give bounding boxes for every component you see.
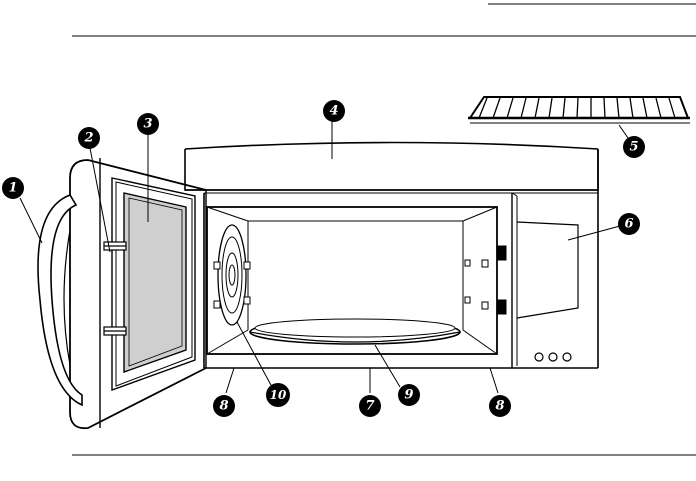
callout-7-number: 7	[365, 399, 374, 414]
callout-4-number: 4	[329, 104, 338, 119]
callout-5-number: 5	[629, 140, 638, 155]
callout-6-number: 6	[624, 217, 633, 232]
callout-5: 5	[623, 136, 645, 158]
door-window	[124, 193, 186, 372]
callout-6: 6	[618, 213, 640, 235]
callout-3: 3	[137, 113, 159, 135]
wire-rack	[468, 97, 690, 123]
turntable	[250, 319, 460, 344]
callout-8-right: 8	[489, 395, 511, 417]
callout-10: 10	[266, 383, 290, 407]
leader-lines	[20, 121, 628, 393]
callout-8-left: 8	[213, 395, 235, 417]
control-panel	[498, 193, 578, 368]
callout-8-left-number: 8	[219, 399, 228, 414]
callout-1-number: 1	[8, 181, 17, 196]
callout-9-number: 9	[404, 388, 413, 403]
callout-9: 9	[398, 384, 420, 406]
callout-2-number: 2	[83, 131, 93, 146]
callout-1: 1	[2, 177, 24, 199]
door-handle	[38, 195, 82, 405]
callout-10-number: 10	[270, 388, 287, 402]
callout-4: 4	[323, 100, 345, 122]
callout-3-number: 3	[143, 117, 152, 132]
waveguide-cover	[218, 225, 246, 325]
door-latches	[104, 242, 126, 335]
callout-2: 2	[78, 127, 100, 149]
callout-8-right-number: 8	[495, 399, 504, 414]
callout-7: 7	[359, 395, 381, 417]
right-rack-supports	[465, 260, 488, 309]
